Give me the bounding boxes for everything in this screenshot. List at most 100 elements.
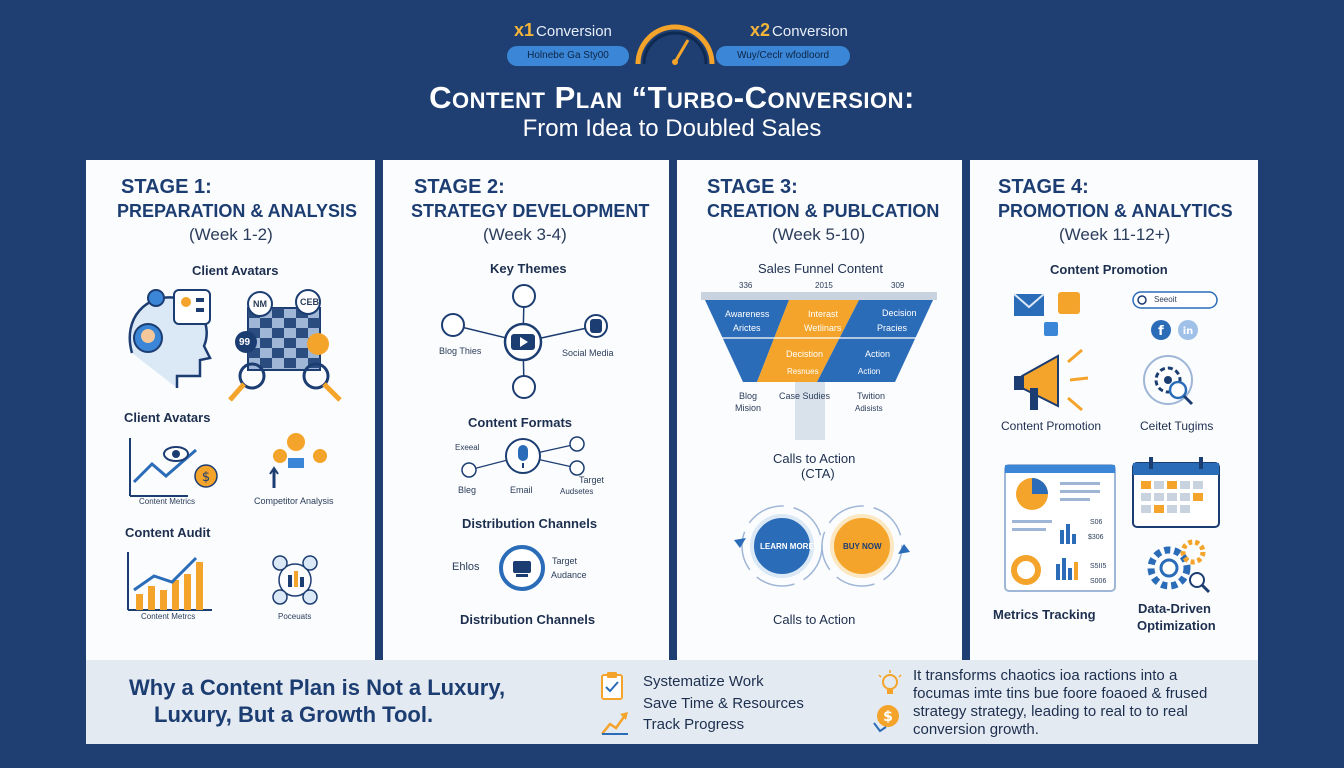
gear-search-icon [1143,355,1194,406]
cta-buy-now[interactable]: BUY NOW [843,542,882,551]
format-bl-label: Bleg [458,485,477,495]
facebook-icon[interactable]: f [1151,320,1171,340]
bottom-band: Why a Content Plan is Not a Luxury, Luxu… [86,660,1258,744]
chess-board-icon [228,289,342,402]
bottom-heading-1: Why a Content Plan is Not a Luxury, [129,675,506,700]
left-pill: Holnebe Ga Sty00 [507,46,629,66]
theme-right-label: Social Media [562,348,614,358]
page-subtitle: From Idea to Doubled Sales [522,115,822,142]
funnel-action-2: Action [858,367,881,376]
bottom-blog-2: Mision [735,403,762,413]
competitor-icon [269,433,327,488]
audit-bar-chart [127,552,212,611]
page-title: Content Plan “Turbo-Conversion: [429,80,915,115]
funnel-n3: 309 [891,281,905,290]
bottom-item-1: Systematize Work [643,673,764,690]
funnel-interest: Interast [808,309,839,319]
format-tl-label: Exeeal [455,443,480,452]
ceitet-tugims-label: Ceitet Tugims [1140,419,1214,433]
bottom-desc-4: conversion growth. [913,721,1039,738]
funnel-action: Action [865,349,891,359]
bottom-item-2: Save Time & Resources [643,695,804,712]
dist-left-label: Ehlos [452,561,480,573]
bottom-desc-1: It transforms chaotics ioa ractions into… [913,667,1178,684]
video-icon [441,284,608,399]
svg-text:$: $ [883,709,893,725]
dash-n4: S006 [1090,578,1107,585]
stage-3-sec2: Calls to Action [773,451,856,466]
linkedin-icon[interactable]: in [1178,320,1198,340]
eye-chart-icon: $ [129,438,218,497]
calendar-icon [1132,457,1220,528]
dist-r1-label: Target [552,556,578,566]
funnel-webinars: Wetlinars [804,323,842,333]
funnel-n1: 336 [739,281,753,290]
svg-text:f: f [1158,324,1164,339]
bottom-tw-1: Twition [857,391,886,401]
stage-4-panel: STAGE 4: PROMOTION & ANALYTICS (Week 11-… [970,160,1258,660]
dash-n2: $306 [1088,534,1104,541]
stage-1-title: STAGE 1: [121,176,212,198]
dollar-icon: $ [873,705,899,733]
dash-n1: S06 [1090,519,1103,526]
funnel-decision: Decision [882,308,917,318]
bottom-blog-1: Blog [739,391,758,401]
stage-2-name: STRATEGY DEVELOPMENT [411,201,650,221]
gear-icon [1147,539,1211,594]
avatar-badge-2: CEB [300,297,320,307]
content-promotion-label: Content Promotion [1001,419,1102,433]
right-conversion-label: Conversion [772,23,848,40]
cta-learn-more[interactable]: LEARN MORE [760,542,814,551]
metric-left-label: Content Metrics [139,497,196,506]
search-icon[interactable] [1132,291,1222,311]
funnel-awareness: Awareness [725,309,770,319]
megaphone-icon [1014,348,1089,412]
chart-up-icon [601,712,628,735]
stage-1-panel: STAGE 1: PREPARATION & ANALYSIS (Week 1-… [86,160,375,660]
stage-3-sec1: Sales Funnel Content [758,261,884,276]
format-r1-label: Target [579,475,605,485]
dash-n3: S5II5 [1090,563,1107,570]
bottom-desc-2: focumas imte tins bue foore foaoed & fru… [913,685,1208,702]
microphone-icon [461,436,585,478]
stage-1-sec3: Content Audit [125,525,211,540]
avatar-badge-1: NM [253,299,267,309]
stage-2-sec4: Distribution Channels [460,612,596,627]
stage-1-sec1: Client Avatars [192,263,279,278]
funnel-practices: Pracies [877,323,908,333]
stage-3-title: STAGE 3: [707,176,798,198]
funnel-articles: Arictes [733,323,761,333]
search-text: Seeoit [1154,295,1177,304]
stage-4-name: PROMOTION & ANALYTICS [998,201,1233,221]
dist-r2-label: Audance [551,570,587,580]
funnel-icon [701,292,937,440]
stage-2-week: (Week 3-4) [483,225,567,244]
svg-text:$: $ [202,470,210,485]
audit-left-label: Content Metrcs [141,612,196,621]
bottom-heading-2: Luxury, But a Growth Tool. [154,702,434,727]
avatar-badge-3: 99 [239,337,251,348]
bottom-desc-3: strategy strategy, leading to real to to… [913,703,1188,720]
metric-right-label: Competitor Analysis [254,496,334,506]
head-icon [128,289,212,388]
stage-2-title: STAGE 2: [414,176,505,198]
stage-4-week: (Week 11-12+) [1059,225,1171,244]
funnel-reviews: Resnues [787,367,819,376]
left-multiplier: x1 [514,20,535,40]
stage-2-sec3: Distribution Channels [462,516,598,531]
stage-1-sec2: Client Avatars [124,410,211,425]
bottom-tw-2: Adisists [855,404,883,413]
optimization-label-1: Data-Driven [1138,601,1211,616]
distribution-icon [499,545,545,591]
svg-text:in: in [1183,326,1194,337]
stage-3-sec2b: (CTA) [801,466,835,481]
stage-3-name: CREATION & PUBLCATION [707,201,940,221]
clipboard-icon [601,672,623,700]
format-mid-label: Email [510,485,533,495]
left-conversion-label: Conversion [536,23,612,40]
metrics-tracking-label: Metrics Tracking [993,607,1096,622]
stage-1-week: (Week 1-2) [189,225,273,244]
funnel-decision-2: Decistion [786,349,824,359]
